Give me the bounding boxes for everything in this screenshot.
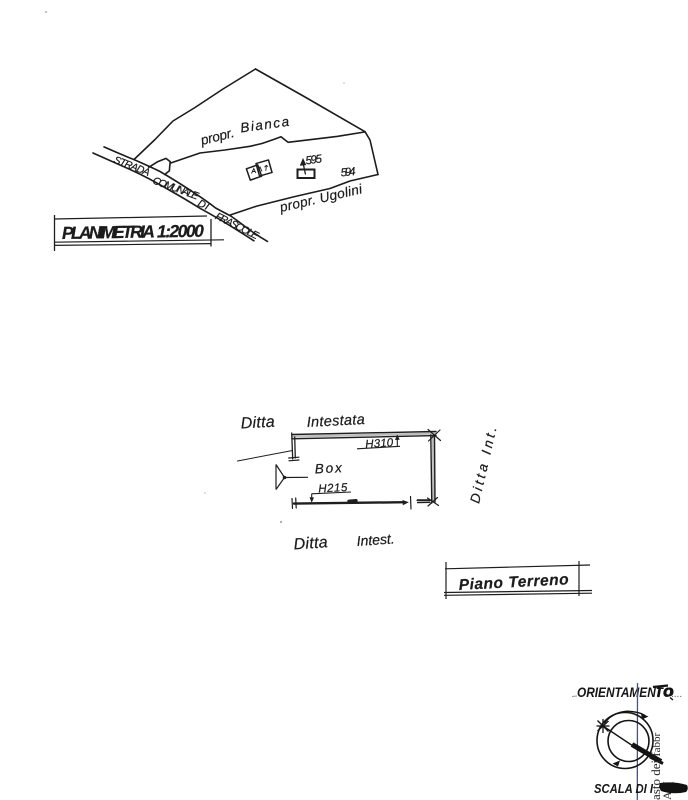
svg-text:DI: DI [196,197,211,213]
svg-text:FRASCOLE: FRASCOLE [213,210,261,242]
svg-text:Bianca: Bianca [239,114,290,136]
svg-text:propr.: propr. [198,125,236,148]
svg-text:PLANIMETRIA: PLANIMETRIA [62,221,155,243]
svg-text:Box: Box [314,460,343,476]
svg-text:COMUNALE: COMUNALE [151,175,201,203]
svg-text:Piano Terreno: Piano Terreno [458,571,569,594]
svg-text:594: 594 [340,166,356,180]
svg-text:Intest.: Intest. [356,530,395,549]
svg-text:Intestata: Intestata [306,412,365,431]
svg-text:H310: H310 [365,437,394,451]
svg-text:ORIENTAMENTO: ORIENTAMENTO [577,684,672,700]
svg-text:H215: H215 [318,482,348,496]
svg-text:STRADA: STRADA [112,154,152,179]
svg-text:propr. Ugolini: propr. Ugolini [277,181,364,215]
svg-text:1:2000: 1:2000 [157,221,205,242]
svg-text:595: 595 [305,153,324,167]
svg-text:....: .... [671,689,682,700]
svg-text:asto dei fabbr: asto dei fabbr [648,732,663,800]
svg-text:SCALA DI I: SCALA DI I [594,781,653,796]
svg-text:Ditta: Ditta [293,534,328,553]
svg-text:Ditta Int.: Ditta Int. [467,425,499,504]
svg-text:Ditta: Ditta [240,414,275,433]
